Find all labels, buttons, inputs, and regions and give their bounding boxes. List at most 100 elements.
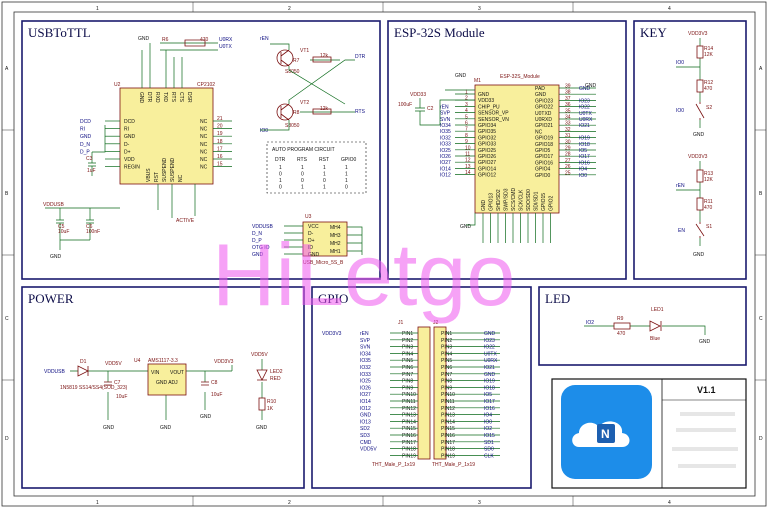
gpio-circuit: J1 J2 VDD3V3 PIN1rENPIN2SVPPIN3SVNPIN4IO…: [322, 320, 500, 468]
esp-pin-name: GPIO35: [478, 129, 496, 135]
led1-color: Blue: [650, 336, 660, 342]
led2-symbol: [256, 369, 268, 381]
auto-table-cell: 1: [301, 165, 304, 171]
title-block: V1.1 N: [551, 378, 747, 489]
c7-symbol: [104, 381, 112, 386]
j2-pin-label: PIN4: [441, 351, 452, 357]
frame-row-label: B: [759, 191, 763, 197]
vddusb-net-left: VDDUSB: [43, 202, 65, 208]
cp2102-pin-number: 16: [217, 154, 223, 160]
auto-table-cell: 1: [279, 178, 282, 184]
frame-col-label: 3: [478, 500, 481, 506]
esp-net-label: IO34: [440, 123, 451, 129]
cp2102-pin-name: REGIN: [124, 165, 140, 171]
c6-value: 100nF: [86, 229, 100, 235]
cp2102-pin-name: SUSPEND: [170, 157, 176, 182]
j2-pin-label: PIN2: [441, 338, 452, 344]
j1-net-label: SD3: [360, 433, 370, 439]
cp2102-pin-name: RST: [154, 172, 160, 182]
frame-row-label: C: [759, 316, 763, 322]
j2-net-label: GND: [484, 331, 496, 337]
frame-row-label: D: [5, 436, 9, 442]
j1-net-label: IO27: [360, 392, 371, 398]
esp-pin-number: 12: [465, 158, 471, 164]
auto-table-cell: 0: [301, 172, 304, 178]
gnd-reg: GND: [160, 425, 172, 431]
usb-pin-net: OTG IO: [252, 245, 270, 251]
esp-pin-name: GPIO26: [478, 154, 496, 160]
frame-col-label: 4: [668, 6, 671, 12]
gnd-c7: GND: [103, 425, 115, 431]
key-vdd-bot: VDD3V3: [688, 154, 708, 160]
j2-pin-label: PIN3: [441, 345, 452, 351]
esp-pin-name: GPIO16: [535, 160, 553, 166]
auto-table-cell: 1: [323, 172, 326, 178]
esp-pin-number: 38: [565, 90, 571, 96]
r14-ref: R14: [704, 46, 713, 52]
d1-diode: [77, 365, 89, 377]
esp-pin-name: SENSOR_VP: [478, 111, 509, 117]
j2-net-label: SD0: [484, 447, 494, 453]
j1-net-label: IO34: [360, 351, 371, 357]
usb-section-title: USBToTTL: [28, 25, 91, 40]
esp-net-label: IO14: [440, 166, 451, 172]
r6-ref: R6: [162, 37, 169, 43]
esp-gnd-bottom: GND: [460, 224, 472, 230]
auto-program-title: AUTO PROGRAM CIRCUIT: [272, 147, 335, 153]
r9-ref: R9: [617, 316, 624, 322]
j1-net-label: IO35: [360, 358, 371, 364]
j1-pin-label: PIN15: [402, 426, 416, 432]
power-vin-net: VDDUSB: [44, 369, 66, 375]
power-circuit: VDDUSB D1 1N5819 SS14/SS4(SOD_323) VDD5V…: [44, 352, 283, 431]
led1-symbol: [649, 320, 662, 332]
c7-ref: C7: [114, 380, 121, 386]
esp-pin-name: GND: [481, 200, 487, 212]
esp32-module: [474, 84, 560, 214]
reg-gnd: GND ADJ: [156, 380, 178, 386]
j1-net-label: IO14: [360, 399, 371, 405]
r12-value: 470: [704, 86, 713, 92]
active-label: ACTIVE: [176, 218, 195, 224]
j1-net-label: SVN: [360, 345, 371, 351]
key-vdd-top: VDD3V3: [688, 31, 708, 37]
c5-ref: C5: [58, 224, 65, 230]
frame-row-label: A: [759, 66, 763, 72]
cp2102-net-label: DCD: [80, 119, 91, 125]
usb-micro-connector: [302, 221, 348, 257]
j2-pin-label: PIN13: [441, 413, 455, 419]
esp-net-label: U0RX: [579, 117, 593, 123]
usb-pin-net: D_P: [252, 238, 262, 244]
usb-pin-name: D+: [308, 238, 315, 244]
led-io2-net: IO2: [586, 320, 594, 326]
esp-net-label: IO17: [579, 154, 590, 160]
cp2102-net-label: D_N: [80, 142, 90, 148]
j1-net-label: IO12: [360, 406, 371, 412]
r7-ref: R7: [293, 58, 300, 64]
esp-pin-name: GPIO15: [541, 193, 547, 211]
esp-net-label: IO21: [579, 123, 590, 129]
frame-col-label: 3: [478, 6, 481, 12]
cp2102-pin-name: DSR: [186, 92, 192, 103]
esp-pin-name: GPIO0: [535, 173, 551, 179]
j2-pin-label: PIN12: [441, 406, 455, 412]
j2-net-label: CLK: [484, 453, 494, 459]
esp-net-label: IO16: [579, 160, 590, 166]
cp2102-pin-name: D-: [124, 142, 130, 148]
j2-header-body: [433, 326, 447, 460]
cp2102-pin-name: NC: [200, 165, 208, 171]
key-ren-net: rEN: [676, 183, 685, 189]
esp-pin-name: GND: [535, 92, 547, 98]
key-io0-net: IO0: [676, 60, 684, 66]
u0rx-net-label: U0RX: [219, 37, 233, 43]
j1-net-label: IO32: [360, 365, 371, 371]
esp-pin-name: U0TXD: [535, 111, 552, 117]
frame-zone-markers: [2, 2, 766, 506]
j2-net-label: IO5: [484, 392, 492, 398]
esp-pin-name: GPIO12: [478, 173, 496, 179]
esp-net-label: SVN: [440, 117, 451, 123]
cp2102-pin-name: GND: [138, 92, 144, 104]
j1-pin-label: PIN7: [402, 372, 413, 378]
